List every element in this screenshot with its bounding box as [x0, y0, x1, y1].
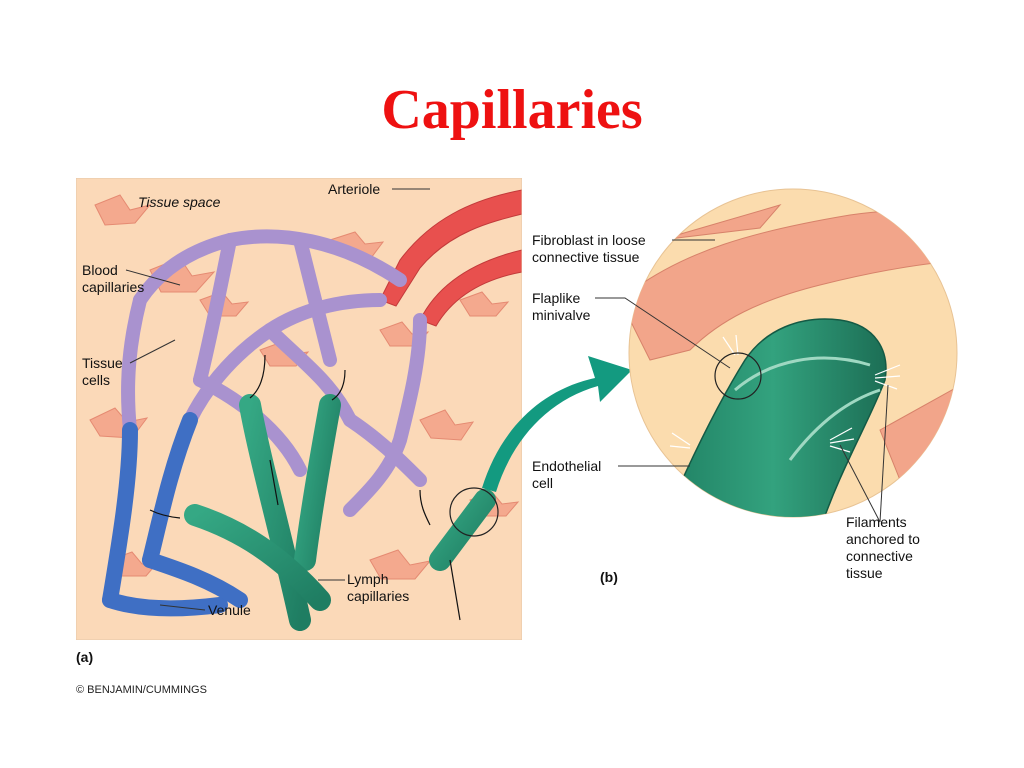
- label-fibroblast-1: Fibroblast in loose: [532, 232, 646, 248]
- arteriole-vessel: [379, 189, 522, 307]
- magnify-arrow: [482, 356, 632, 492]
- leader-flaplike: [595, 297, 731, 369]
- label-blood-1: Blood: [82, 262, 118, 278]
- label-flaplike-1: Flaplike: [532, 290, 580, 306]
- label-tissue-cells-2: cells: [82, 372, 110, 388]
- panel-a-tag: (a): [76, 649, 93, 665]
- leader-filaments-a: [879, 384, 889, 523]
- label-endothelial-1: Endothelial: [532, 458, 601, 474]
- label-blood-2: capillaries: [82, 279, 144, 295]
- lymph-capillaries: [184, 394, 496, 640]
- panel-b-magnified: [628, 188, 958, 518]
- label-flaplike-2: minivalve: [532, 307, 591, 323]
- label-tissue-space: Tissue space: [138, 194, 221, 210]
- leader-blood-capillaries: [125, 269, 181, 286]
- leader-venule: [159, 604, 206, 611]
- panel-a-illustration: [76, 178, 522, 640]
- label-filaments-2: anchored to: [846, 531, 920, 547]
- anchoring-filaments: [669, 334, 901, 453]
- label-filaments-4: tissue: [846, 565, 883, 581]
- inset-highlight-circle: [449, 487, 499, 537]
- copyright-credit: © BENJAMIN/CUMMINGS: [76, 684, 207, 696]
- panel-b-tag: (b): [600, 569, 618, 585]
- slide-title: Capillaries: [381, 79, 643, 141]
- minivalve-highlight-circle: [714, 352, 762, 400]
- label-filaments-3: connective: [846, 548, 913, 564]
- label-filaments-1: Filaments: [846, 514, 907, 530]
- label-arteriole: Arteriole: [328, 181, 380, 197]
- lymph-capillary-tube: [658, 318, 887, 517]
- label-fibroblast-2: connective tissue: [532, 249, 640, 265]
- label-venule: Venule: [208, 602, 251, 618]
- label-lymph-2: capillaries: [347, 588, 409, 604]
- label-lymph-1: Lymph: [347, 571, 389, 587]
- flow-arrows: [149, 354, 461, 621]
- label-tissue-cells-1: Tissue: [82, 355, 123, 371]
- leader-filaments-b: [839, 444, 881, 523]
- venule-vessel: [102, 412, 248, 617]
- blood-capillaries-network: [121, 229, 427, 517]
- fibroblast-cell: [629, 210, 957, 361]
- label-endothelial-2: cell: [532, 475, 553, 491]
- leader-tissue-cells: [129, 339, 176, 364]
